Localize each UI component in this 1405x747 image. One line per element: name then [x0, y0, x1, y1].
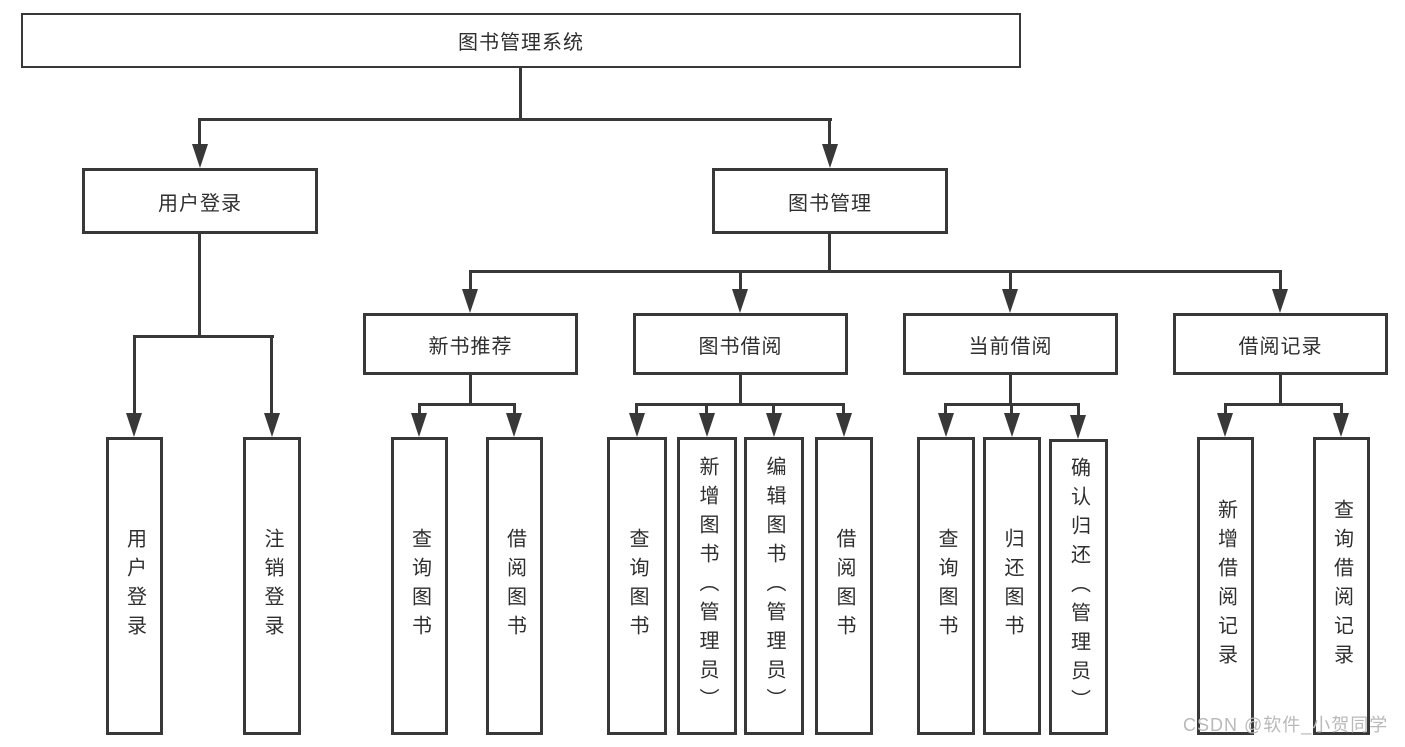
arrow-down-icon [1002, 289, 1018, 313]
arrow-down-icon [766, 413, 782, 437]
connector-line [635, 403, 638, 416]
arrow-down-icon [1070, 415, 1086, 439]
watermark: CSDN @软件_小贺同学 [1183, 715, 1389, 735]
arrow-down-icon [411, 413, 427, 437]
node-label: 当前借阅 [968, 335, 1053, 358]
connector-line [519, 68, 522, 119]
connector-line [705, 403, 708, 416]
node-label: 新书推荐 [428, 335, 513, 358]
node-label: 新增图书（管理员） [696, 455, 718, 717]
node-label: 查询图书 [935, 528, 957, 644]
node-book-management: 图书管理 [712, 168, 948, 234]
node-user-login-leaf: 用户登录 [106, 437, 163, 735]
connector-line [270, 335, 273, 417]
connector-line [1279, 270, 1282, 292]
connector-line [198, 118, 201, 148]
connector-line [1279, 374, 1282, 405]
node-borrowing-records: 借阅记录 [1173, 313, 1388, 375]
connector-line [469, 270, 472, 292]
node-library-system: 图书管理系统 [21, 13, 1021, 68]
node-return-books: 归还图书 [983, 437, 1041, 735]
node-label: 图书管理系统 [458, 32, 584, 54]
connector-line [1224, 403, 1342, 406]
node-label: 注销登录 [261, 528, 283, 644]
connector-line [739, 374, 742, 405]
node-add-borrow-record: 新增借阅记录 [1197, 437, 1254, 735]
node-query-borrow-record: 查询借阅记录 [1313, 437, 1370, 735]
connector-line [418, 403, 421, 416]
node-label: 借阅记录 [1238, 335, 1323, 358]
node-label: 新增借阅记录 [1214, 499, 1237, 673]
node-label: 借阅图书 [503, 528, 526, 644]
connector-line [198, 233, 201, 338]
node-borrow-books-recommend: 借阅图书 [486, 437, 543, 735]
connector-line [1224, 403, 1227, 416]
arrow-down-icon [264, 413, 280, 437]
node-logout-leaf: 注销登录 [243, 437, 301, 735]
connector-line [842, 403, 845, 416]
node-current-borrowing: 当前借阅 [903, 313, 1118, 375]
node-label: 确认归还（管理员） [1067, 456, 1090, 718]
arrow-down-icon [1217, 413, 1233, 437]
arrow-down-icon [938, 413, 954, 437]
node-user-login: 用户登录 [82, 168, 318, 234]
node-label: 图书借阅 [698, 335, 783, 358]
arrow-down-icon [629, 413, 645, 437]
node-label: 用户登录 [123, 528, 146, 644]
node-query-books-recommend: 查询图书 [391, 437, 448, 735]
connector-line [469, 374, 472, 405]
arrow-down-icon [1272, 289, 1288, 313]
connector-line [772, 403, 775, 416]
connector-line [828, 118, 831, 148]
connector-line [469, 270, 1281, 273]
connector-line [1077, 403, 1080, 418]
connector-line [1009, 374, 1012, 405]
connector-line [1010, 403, 1013, 416]
connector-line [133, 335, 136, 417]
connector-line [635, 403, 845, 406]
arrow-down-icon [126, 413, 142, 437]
arrow-down-icon [836, 413, 852, 437]
node-label: 图书管理 [788, 192, 872, 215]
connector-line [1009, 270, 1012, 292]
node-new-book-recommendation: 新书推荐 [363, 313, 578, 375]
node-label: 归还图书 [1001, 528, 1023, 644]
node-label: 用户登录 [158, 192, 242, 215]
arrow-down-icon [462, 289, 478, 313]
connector-line [198, 118, 832, 121]
arrow-down-icon [699, 413, 715, 437]
connector-line [739, 270, 742, 292]
node-label: 查询图书 [408, 528, 431, 644]
node-label: 借阅图书 [833, 528, 855, 644]
arrow-down-icon [822, 144, 838, 168]
connector-line [513, 403, 516, 416]
node-query-books-borrow: 查询图书 [607, 437, 667, 735]
connector-line [133, 335, 274, 338]
connector-line [828, 234, 831, 273]
connector-line [1340, 403, 1343, 416]
node-label: 编辑图书（管理员） [763, 455, 785, 717]
connector-line [944, 403, 947, 416]
arrow-down-icon [506, 413, 522, 437]
node-label: 查询图书 [626, 528, 648, 644]
node-label: 查询借阅记录 [1330, 499, 1353, 673]
arrow-down-icon [1004, 413, 1020, 437]
connector-line [418, 403, 516, 406]
arrow-down-icon [1333, 413, 1349, 437]
node-add-books-admin: 新增图书（管理员） [677, 437, 737, 735]
node-book-borrowing: 图书借阅 [633, 313, 848, 375]
arrow-down-icon [732, 289, 748, 313]
node-query-books-current: 查询图书 [917, 437, 975, 735]
node-edit-books-admin: 编辑图书（管理员） [744, 437, 804, 735]
arrow-down-icon [192, 144, 208, 168]
node-borrow-books-leaf: 借阅图书 [815, 437, 873, 735]
node-confirm-return-admin: 确认归还（管理员） [1049, 439, 1108, 735]
